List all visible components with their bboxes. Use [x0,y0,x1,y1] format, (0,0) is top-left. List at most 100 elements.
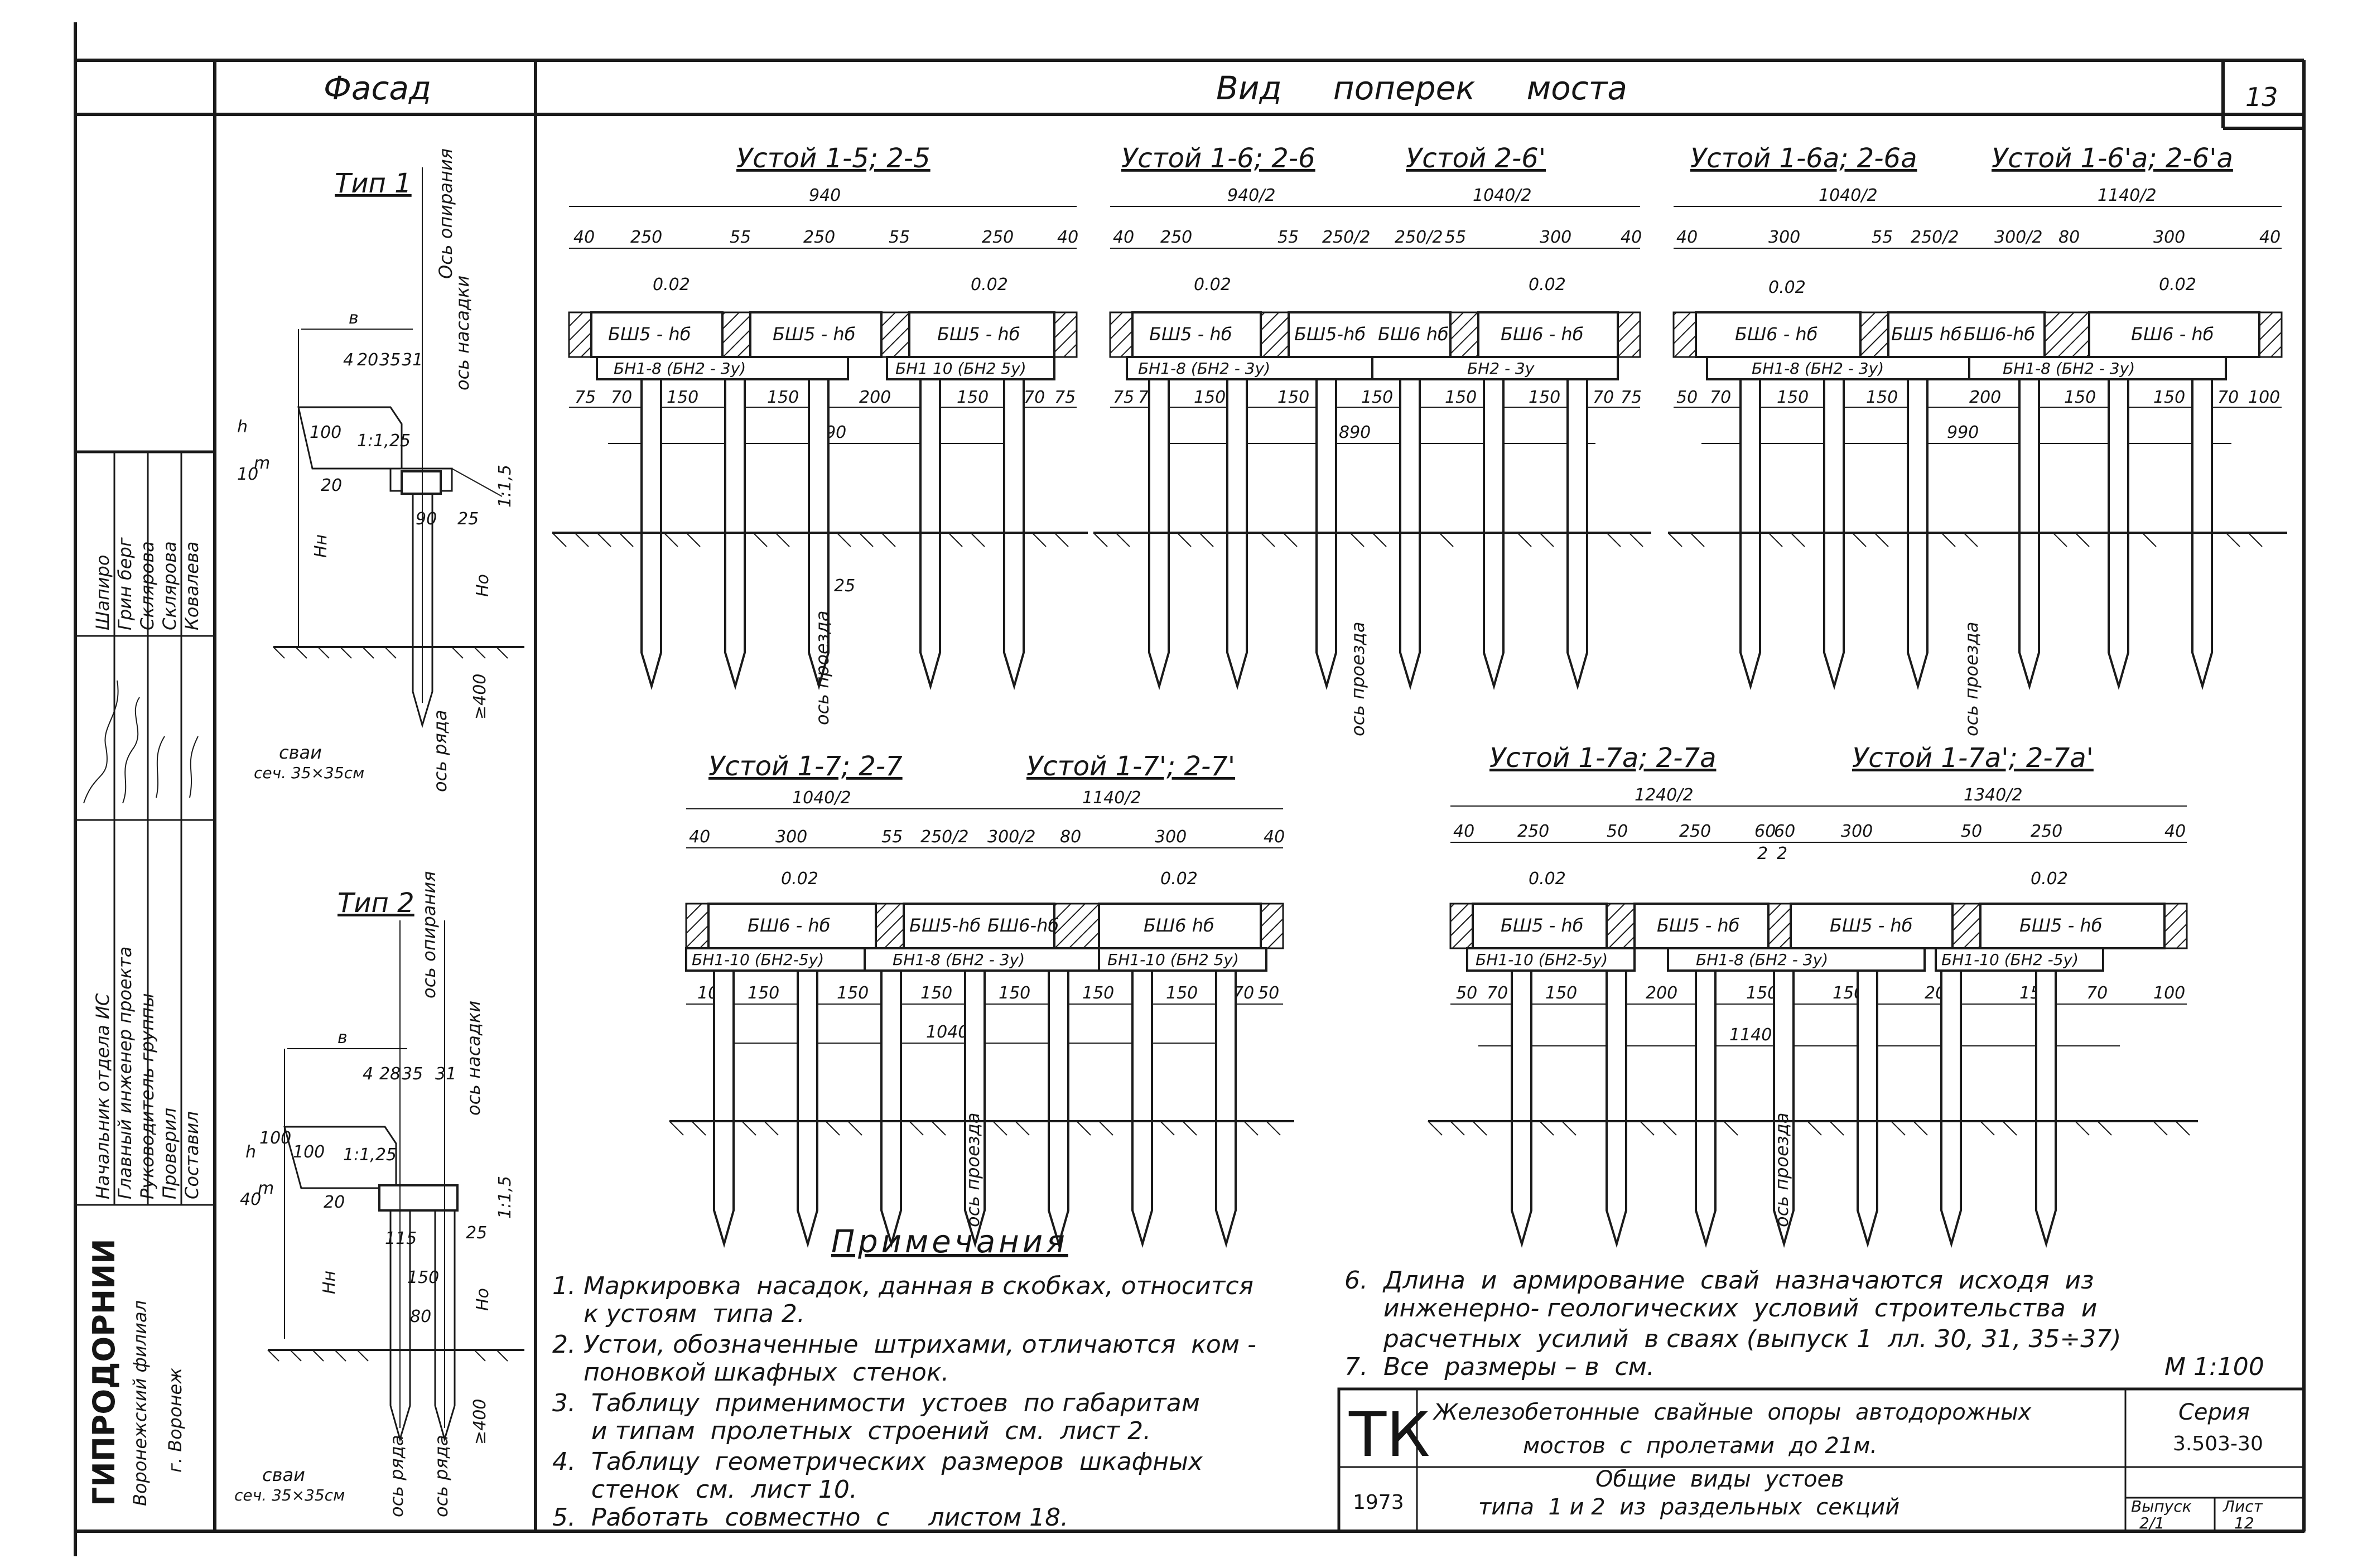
a5-pd-3: 200 [1646,983,1677,1003]
a3-slope2: 0.02 [2159,275,2196,295]
title-mark: ТК [1348,1399,1430,1470]
t2-m: m [258,1179,274,1198]
note-line-2: 2. Устои, обозначенные штрихами, отличаю… [552,1330,1256,1359]
scale: М 1:100 [2164,1353,2264,1381]
a3-beam-3: БШ6 - hб [2131,324,2214,345]
a3-pd-5: 150 [2064,388,2096,407]
a1-beam-2: БШ5 - hб [937,324,1020,345]
a5-top-2: 50 [1607,822,1628,841]
a2-top-4: 250/2 [1395,228,1443,247]
facade-type2: Тип 2 в 4 28 35 31 100 1:1,25 h m 40 100… [234,871,524,1517]
a5-slope2: 0.02 [2031,869,2068,889]
t2-80: 80 [410,1307,431,1326]
notes: Примечания 1. Маркировка насадок, данная… [552,1224,2264,1532]
a1-beam-1: БШ5 - hб [773,324,855,345]
a5-top-7: 50 [1961,822,1982,841]
title-year: 1973 [1353,1491,1404,1514]
t2-piles-section: сеч. 35×35см [234,1486,345,1504]
a3-pd-2: 150 [1777,388,1809,407]
a3-pd-4: 200 [1969,388,2001,407]
a2-slope2: 0.02 [1529,275,1566,295]
a2-cap-1: БН2 - 3у [1467,359,1535,378]
a1-pd-5: 150 [957,388,989,407]
t2-axis-row1: ось ряда [386,1435,407,1518]
abutment-1-7a: Устой 1-7а; 2-7а Устой 1-7а'; 2-7а' 1240… [1428,742,2198,1248]
a5-title2: Устой 1-7а'; 2-7а' [1852,742,2094,774]
signature-block: Начальник отдела ИС Главный инженер прое… [74,450,216,1533]
t1-piles-section: сеч. 35×35см [254,764,364,782]
a5-frac-1: 2 [1777,844,1787,863]
t2-Hn: Нн [320,1271,339,1294]
t1-10: 10 [237,465,258,484]
a2-top-0: 40 [1113,228,1134,247]
a2-total: 890 [1339,423,1371,442]
t1-dim-4: 4 [343,350,354,370]
t2-piles: сваи [262,1464,305,1485]
a3-pd-7: 70 [2217,388,2239,407]
a2-pd-7: 70 [1593,388,1614,407]
a5-pd-4: 150 [1746,983,1778,1003]
a5-overall2: 1340/2 [1964,785,2023,805]
a1-top-3: 250 [803,228,835,247]
note-line-3: поновкой шкафных стенок. [552,1358,949,1387]
abutment-1-5: Устой 1-5; 2-5 940 40 250 55 250 55 250 … [552,143,1088,725]
issue-label: Выпуск [2131,1497,2192,1516]
role-4: Составил [181,1111,203,1199]
a5-pd-9: 100 [2153,983,2185,1003]
a2-pd-6: 150 [1529,388,1560,407]
a2-top-2: 55 [1277,228,1299,247]
a1-slope1: 0.02 [653,275,690,295]
a3-pd-8: 100 [2248,388,2280,407]
title-line2: мостов с пролетами до 21м. [1523,1433,1877,1459]
a3-beam-0: БШ6 - hб [1735,324,1817,345]
a2-title: Устой 1-6; 2-6 [1121,143,1315,174]
a4-pd-5: 150 [1082,983,1114,1003]
a2-axis: ось проезда [1347,622,1368,736]
a4-pd-6: 150 [1166,983,1198,1003]
a2-top-3: 250/2 [1322,228,1370,247]
role-2: Руководитель группы [137,993,158,1199]
t2-axis-row2: ось ряда [431,1435,452,1518]
a3-top-3: 250/2 [1911,228,1959,247]
facade-header: Фасад [324,69,431,107]
a3-pd-6: 150 [2153,388,2185,407]
t2-25: 25 [466,1223,487,1243]
a2-pd-3: 150 [1277,388,1309,407]
a3-beam-1: БШ5 hб [1891,324,1962,345]
a5-top-4: 60 [1754,822,1776,841]
t2-115: 115 [385,1229,417,1248]
subtitle-line1: Общие виды устоев [1595,1466,1844,1492]
a1-top-4: 55 [889,228,910,247]
a1-top-5: 250 [982,228,1014,247]
branch-name: Воронежский филиал [129,1300,151,1506]
role-1: Главный инженер проекта [114,947,136,1199]
type2-title: Тип 2 [338,887,414,919]
a2-overall1: 940/2 [1227,186,1275,205]
a4-title: Устой 1-7; 2-7 [708,751,903,782]
a3-top-4: 300/2 [1994,228,2042,247]
t1-25: 25 [457,509,479,529]
a1-pd-6: 70 [1024,388,1045,407]
a5-axis: ось проезда [1771,1113,1792,1227]
a3-top-0: 40 [1676,228,1698,247]
t1-axis-cap: ось насадки [452,276,473,390]
t2-slope: 1:1,25 [343,1145,397,1165]
a1-pd-3: 150 [767,388,799,407]
a5-beam-1: БШ5 - hб [1657,915,1739,936]
a3-cap-1: БН1-8 (БН2 - 3у) [2003,359,2135,378]
a5-overall1: 1240/2 [1635,785,1694,805]
t1-20: 20 [321,476,342,495]
sheet-value: 12 [2234,1514,2254,1532]
a3-top-1: 300 [1768,228,1800,247]
t2-20: 20 [324,1193,345,1212]
a2-top-1: 250 [1160,228,1192,247]
a1-title: Устой 1-5; 2-5 [736,143,931,174]
note-line-12: 7. Все размеры – в см. [1344,1353,1655,1381]
a4-top-7: 40 [1264,827,1285,847]
a2-beam-0: БШ5 - hб [1149,324,1232,345]
note-line-10: инженерно- геологических условий строите… [1344,1294,2097,1323]
sheet-number: 13 [2245,82,2278,112]
a4-top-5: 80 [1060,827,1081,847]
a2-overall2: 1040/2 [1473,186,1532,205]
a5-beam-0: БШ5 - hб [1501,915,1583,936]
